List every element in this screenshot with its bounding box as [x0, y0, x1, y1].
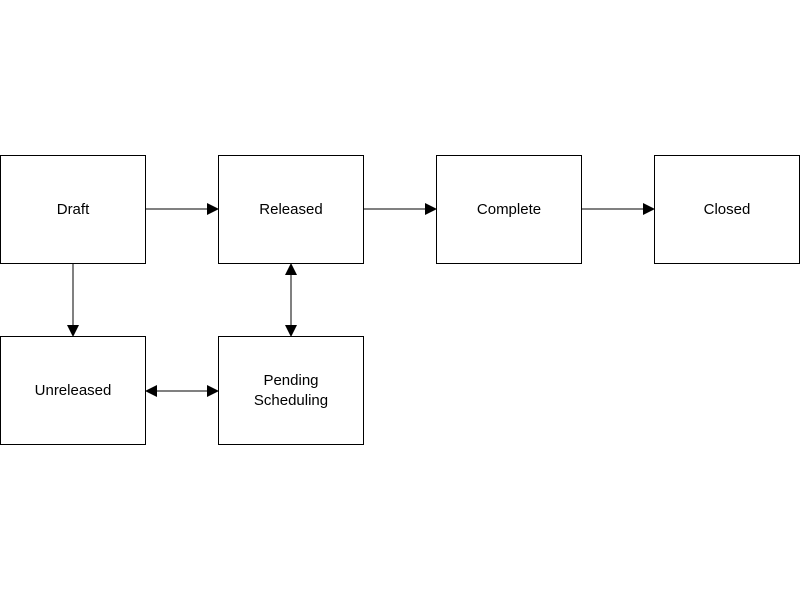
state-pending-scheduling: Pending Scheduling: [218, 336, 364, 445]
state-released-label: Released: [259, 200, 323, 218]
state-unreleased-label: Unreleased: [34, 381, 112, 399]
state-pending-scheduling-label: Pending Scheduling: [253, 371, 329, 409]
state-closed: Closed: [654, 155, 800, 264]
state-draft-label: Draft: [56, 200, 90, 218]
state-closed-label: Closed: [703, 200, 751, 218]
state-unreleased: Unreleased: [0, 336, 146, 445]
state-released: Released: [218, 155, 364, 264]
state-complete: Complete: [436, 155, 582, 264]
state-complete-label: Complete: [476, 200, 542, 218]
state-draft: Draft: [0, 155, 146, 264]
